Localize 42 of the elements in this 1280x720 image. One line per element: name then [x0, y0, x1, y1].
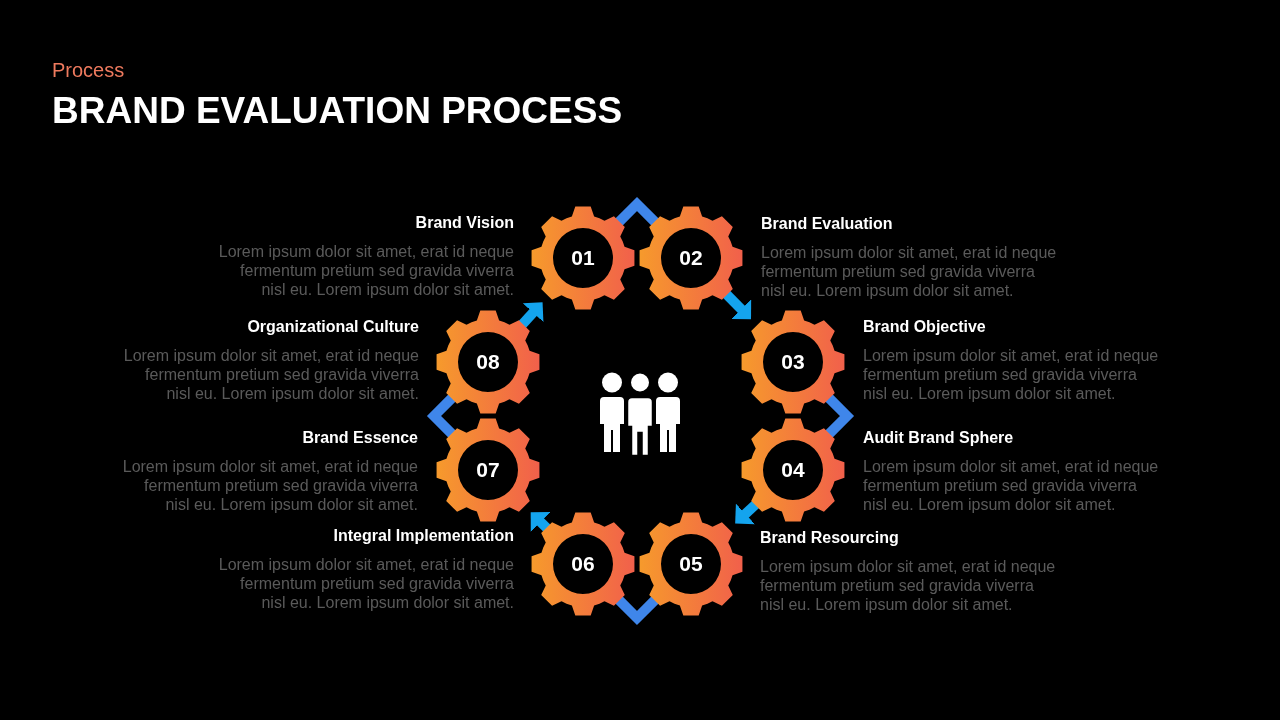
page-title: BRAND EVALUATION PROCESS: [52, 89, 623, 133]
step-title: Brand Evaluation: [761, 214, 893, 234]
arrow: [735, 500, 760, 525]
step-title: Integral Implementation: [333, 526, 514, 546]
arrow: [518, 302, 544, 329]
step-title: Brand Vision: [415, 213, 514, 233]
gear: [639, 512, 743, 616]
step-description: Lorem ipsum dolor sit amet, erat id neque fermentum pretium sed gravida viverra nisl eu. Lorem ipsum dolor sit amet.: [863, 457, 1160, 514]
step-number: 04: [781, 458, 805, 482]
step-title: Organizational Culture: [247, 317, 419, 337]
connector-line: [426, 393, 457, 439]
step-title: Brand Objective: [863, 317, 986, 337]
step-title: Brand Essence: [302, 428, 418, 448]
step-description: Lorem ipsum dolor sit amet, erat id neque fermentum pretium sed gravida viverra nisl eu. Lorem ipsum dolor sit amet.: [760, 557, 1057, 614]
step-description: Lorem ipsum dolor sit amet, erat id neque fermentum pretium sed gravida viverra nisl eu. Lorem ipsum dolor sit amet.: [217, 555, 514, 612]
gear: [741, 310, 845, 414]
gear: [639, 206, 743, 310]
step-description: Lorem ipsum dolor sit amet, erat id neque fermentum pretium sed gravida viverra nisl eu. Lorem ipsum dolor sit amet.: [121, 457, 418, 514]
connector-line: [824, 393, 855, 439]
connector-line: [614, 595, 660, 626]
step-number: 06: [571, 552, 595, 576]
connector-line: [614, 196, 660, 227]
gear: [531, 206, 635, 310]
step-number: 05: [679, 552, 703, 576]
step-title: Brand Resourcing: [760, 528, 899, 548]
arrow: [530, 512, 551, 533]
step-title: Audit Brand Sphere: [863, 428, 1014, 448]
gear: [436, 310, 540, 414]
step-number: 08: [476, 350, 500, 374]
step-number: 03: [781, 350, 805, 374]
gear: [436, 418, 540, 522]
section-label: Process: [52, 58, 125, 82]
step-number: 02: [679, 246, 703, 270]
gear: [531, 512, 635, 616]
gear: [741, 418, 845, 522]
step-description: Lorem ipsum dolor sit amet, erat id neque fermentum pretium sed gravida viverra nisl eu. Lorem ipsum dolor sit amet.: [761, 243, 1058, 300]
arrow: [722, 290, 752, 320]
step-description: Lorem ipsum dolor sit amet, erat id neque fermentum pretium sed gravida viverra nisl eu. Lorem ipsum dolor sit amet.: [122, 346, 419, 403]
step-number: 01: [571, 246, 595, 270]
step-description: Lorem ipsum dolor sit amet, erat id neque fermentum pretium sed gravida viverra nisl eu. Lorem ipsum dolor sit amet.: [217, 242, 514, 299]
step-number: 07: [476, 458, 500, 482]
step-description: Lorem ipsum dolor sit amet, erat id neque fermentum pretium sed gravida viverra nisl eu. Lorem ipsum dolor sit amet.: [863, 346, 1160, 403]
